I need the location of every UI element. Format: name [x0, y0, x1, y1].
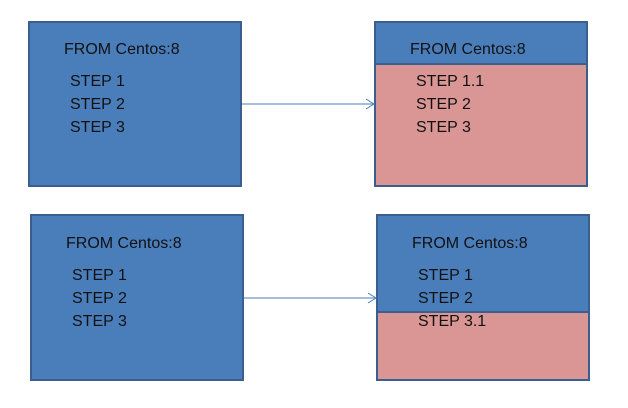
step-2-label: STEP 2: [72, 290, 127, 307]
row1-modified-image-box: FROM Centos:8 STEP 1.1 STEP 2 STEP 3: [374, 21, 588, 187]
step-3-label: STEP 3: [70, 119, 125, 136]
step-1-label: STEP 1.1: [416, 73, 485, 90]
base-image-label: FROM Centos:8: [66, 235, 182, 252]
row1-arrowhead: [365, 98, 375, 110]
invalidated-layers-band: [378, 312, 588, 379]
row2-modified-image-box: FROM Centos:8 STEP 1 STEP 2 STEP 3.1: [376, 214, 590, 381]
row2-arrowhead: [367, 292, 377, 304]
row1-original-image-box: FROM Centos:8 STEP 1 STEP 2 STEP 3: [28, 21, 242, 187]
row2-original-image-box: FROM Centos:8 STEP 1 STEP 2 STEP 3: [30, 214, 244, 381]
step-3-label: STEP 3: [72, 313, 127, 330]
step-2-label: STEP 2: [418, 290, 473, 307]
step-1-label: STEP 1: [70, 73, 125, 90]
cache-boundary-line: [378, 311, 588, 313]
base-image-label: FROM Centos:8: [64, 41, 180, 58]
step-3-label: STEP 3: [416, 119, 471, 136]
cache-boundary-line: [376, 63, 586, 65]
invalidated-layers-band: [376, 64, 586, 185]
row2-arrow: [244, 292, 377, 304]
base-image-label: FROM Centos:8: [410, 41, 526, 58]
step-1-label: STEP 1: [418, 267, 473, 284]
step-1-label: STEP 1: [72, 267, 127, 284]
step-2-label: STEP 2: [416, 96, 471, 113]
row1-arrow: [242, 98, 375, 110]
base-image-label: FROM Centos:8: [412, 235, 528, 252]
step-3-label: STEP 3.1: [418, 313, 487, 330]
step-2-label: STEP 2: [70, 96, 125, 113]
